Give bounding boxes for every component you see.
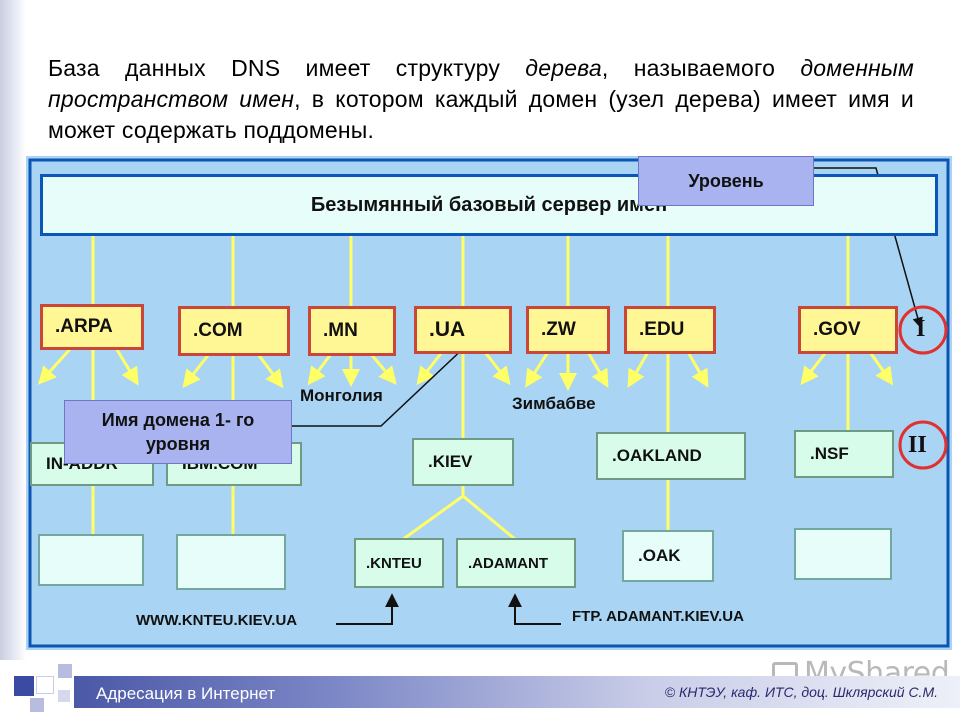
intro-emphasis-namespace: доменным пространством имен [48,55,914,112]
dns-tree-diagram: Безымянный базовый сервер имен .ARPA .CO… [26,156,952,650]
url-arrows [336,593,561,625]
footer-bar [74,676,960,708]
tld-node-edu: .EDU [624,306,716,354]
callout-first-level-domain-name: Имя домена 1- го уровня [64,400,292,464]
pointer-arrows [291,167,923,427]
left-decor-strip [0,0,26,660]
tld-node-arpa: .ARPA [40,304,144,350]
tld-node-zw: .ZW [526,306,610,354]
node-knteu: .KNTEU [354,538,444,588]
level-2-numeral: II [908,432,927,458]
level-1-ring [898,305,948,355]
level-1-numeral: I [916,316,926,342]
node-oak: .OAK [622,530,714,582]
level-2-ring [898,420,948,470]
label-zimbabwe: Зимбабве [512,394,596,413]
tld-node-com: .COM [178,306,290,356]
label-ftp-url: FTP. ADAMANT.KIEV.UA [572,608,744,625]
tld-node-ua: .UA [414,306,512,354]
node-kiev: .KIEV [412,438,514,486]
node-adamant: .ADAMANT [456,538,576,588]
node-arpa-leaf-empty [38,534,144,586]
root-name-server-label: Безымянный базовый сервер имен [310,193,668,216]
tld-node-gov: .GOV [798,306,898,354]
tld-node-mn: .MN [308,306,396,356]
node-oakland: .OAKLAND [596,432,746,480]
node-com-leaf-empty [176,534,286,590]
label-www-url: WWW.KNTEU.KIEV.UA [136,612,298,629]
node-nsf: .NSF [794,430,894,478]
footer-title: Адресация в Интернет [96,684,276,703]
label-mongolia: Монголия [300,386,383,405]
footer-copyright: © КНТЭУ, каф. ИТС, доц. Шклярский С.М. [664,684,938,700]
intro-emphasis-tree: дерева [525,55,602,81]
node-nsf-leaf-empty [794,528,892,580]
footer-decor-squares [0,660,90,720]
tree-connectors [37,234,894,542]
callout-level: Уровень [638,156,814,206]
intro-paragraph: База данных DNS имеет структуру дерева, … [48,55,914,143]
